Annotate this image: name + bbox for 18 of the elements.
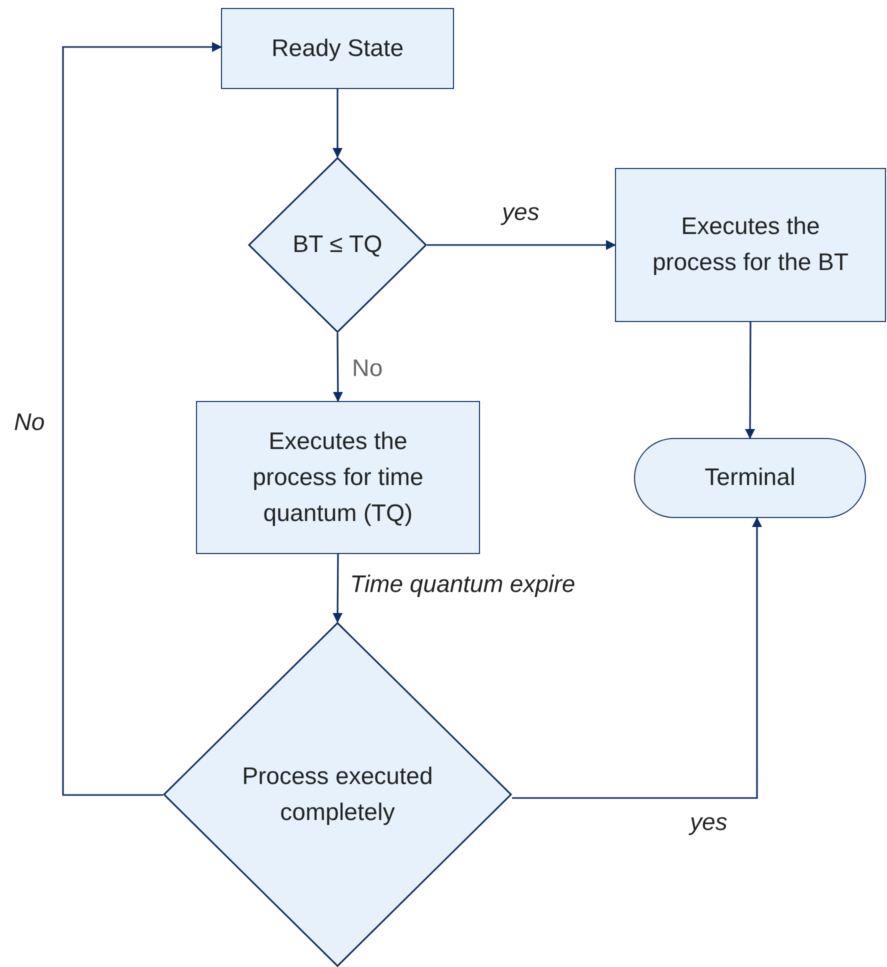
arrow [62, 42, 222, 796]
process-box: Executes the process for the BT [615, 168, 886, 322]
edge-label: No [14, 408, 45, 438]
process-box: Executes the process for time quantum (TQ) [196, 401, 480, 554]
edge-label: yes [502, 198, 540, 228]
node-label: Process executed completely [241, 762, 434, 828]
terminal-shape: Terminal [634, 438, 866, 518]
edge-label: Time quantum expire [350, 570, 576, 600]
arrow [332, 89, 342, 158]
arrow [745, 322, 756, 439]
arrow [427, 240, 616, 250]
edge-label: No [352, 354, 383, 384]
arrow [512, 517, 762, 799]
arrow [332, 333, 343, 402]
arrow [332, 554, 343, 623]
edge-label: yes [690, 808, 728, 838]
process-box: Ready State [221, 8, 454, 89]
node-label: BT ≤ TQ [292, 230, 382, 260]
